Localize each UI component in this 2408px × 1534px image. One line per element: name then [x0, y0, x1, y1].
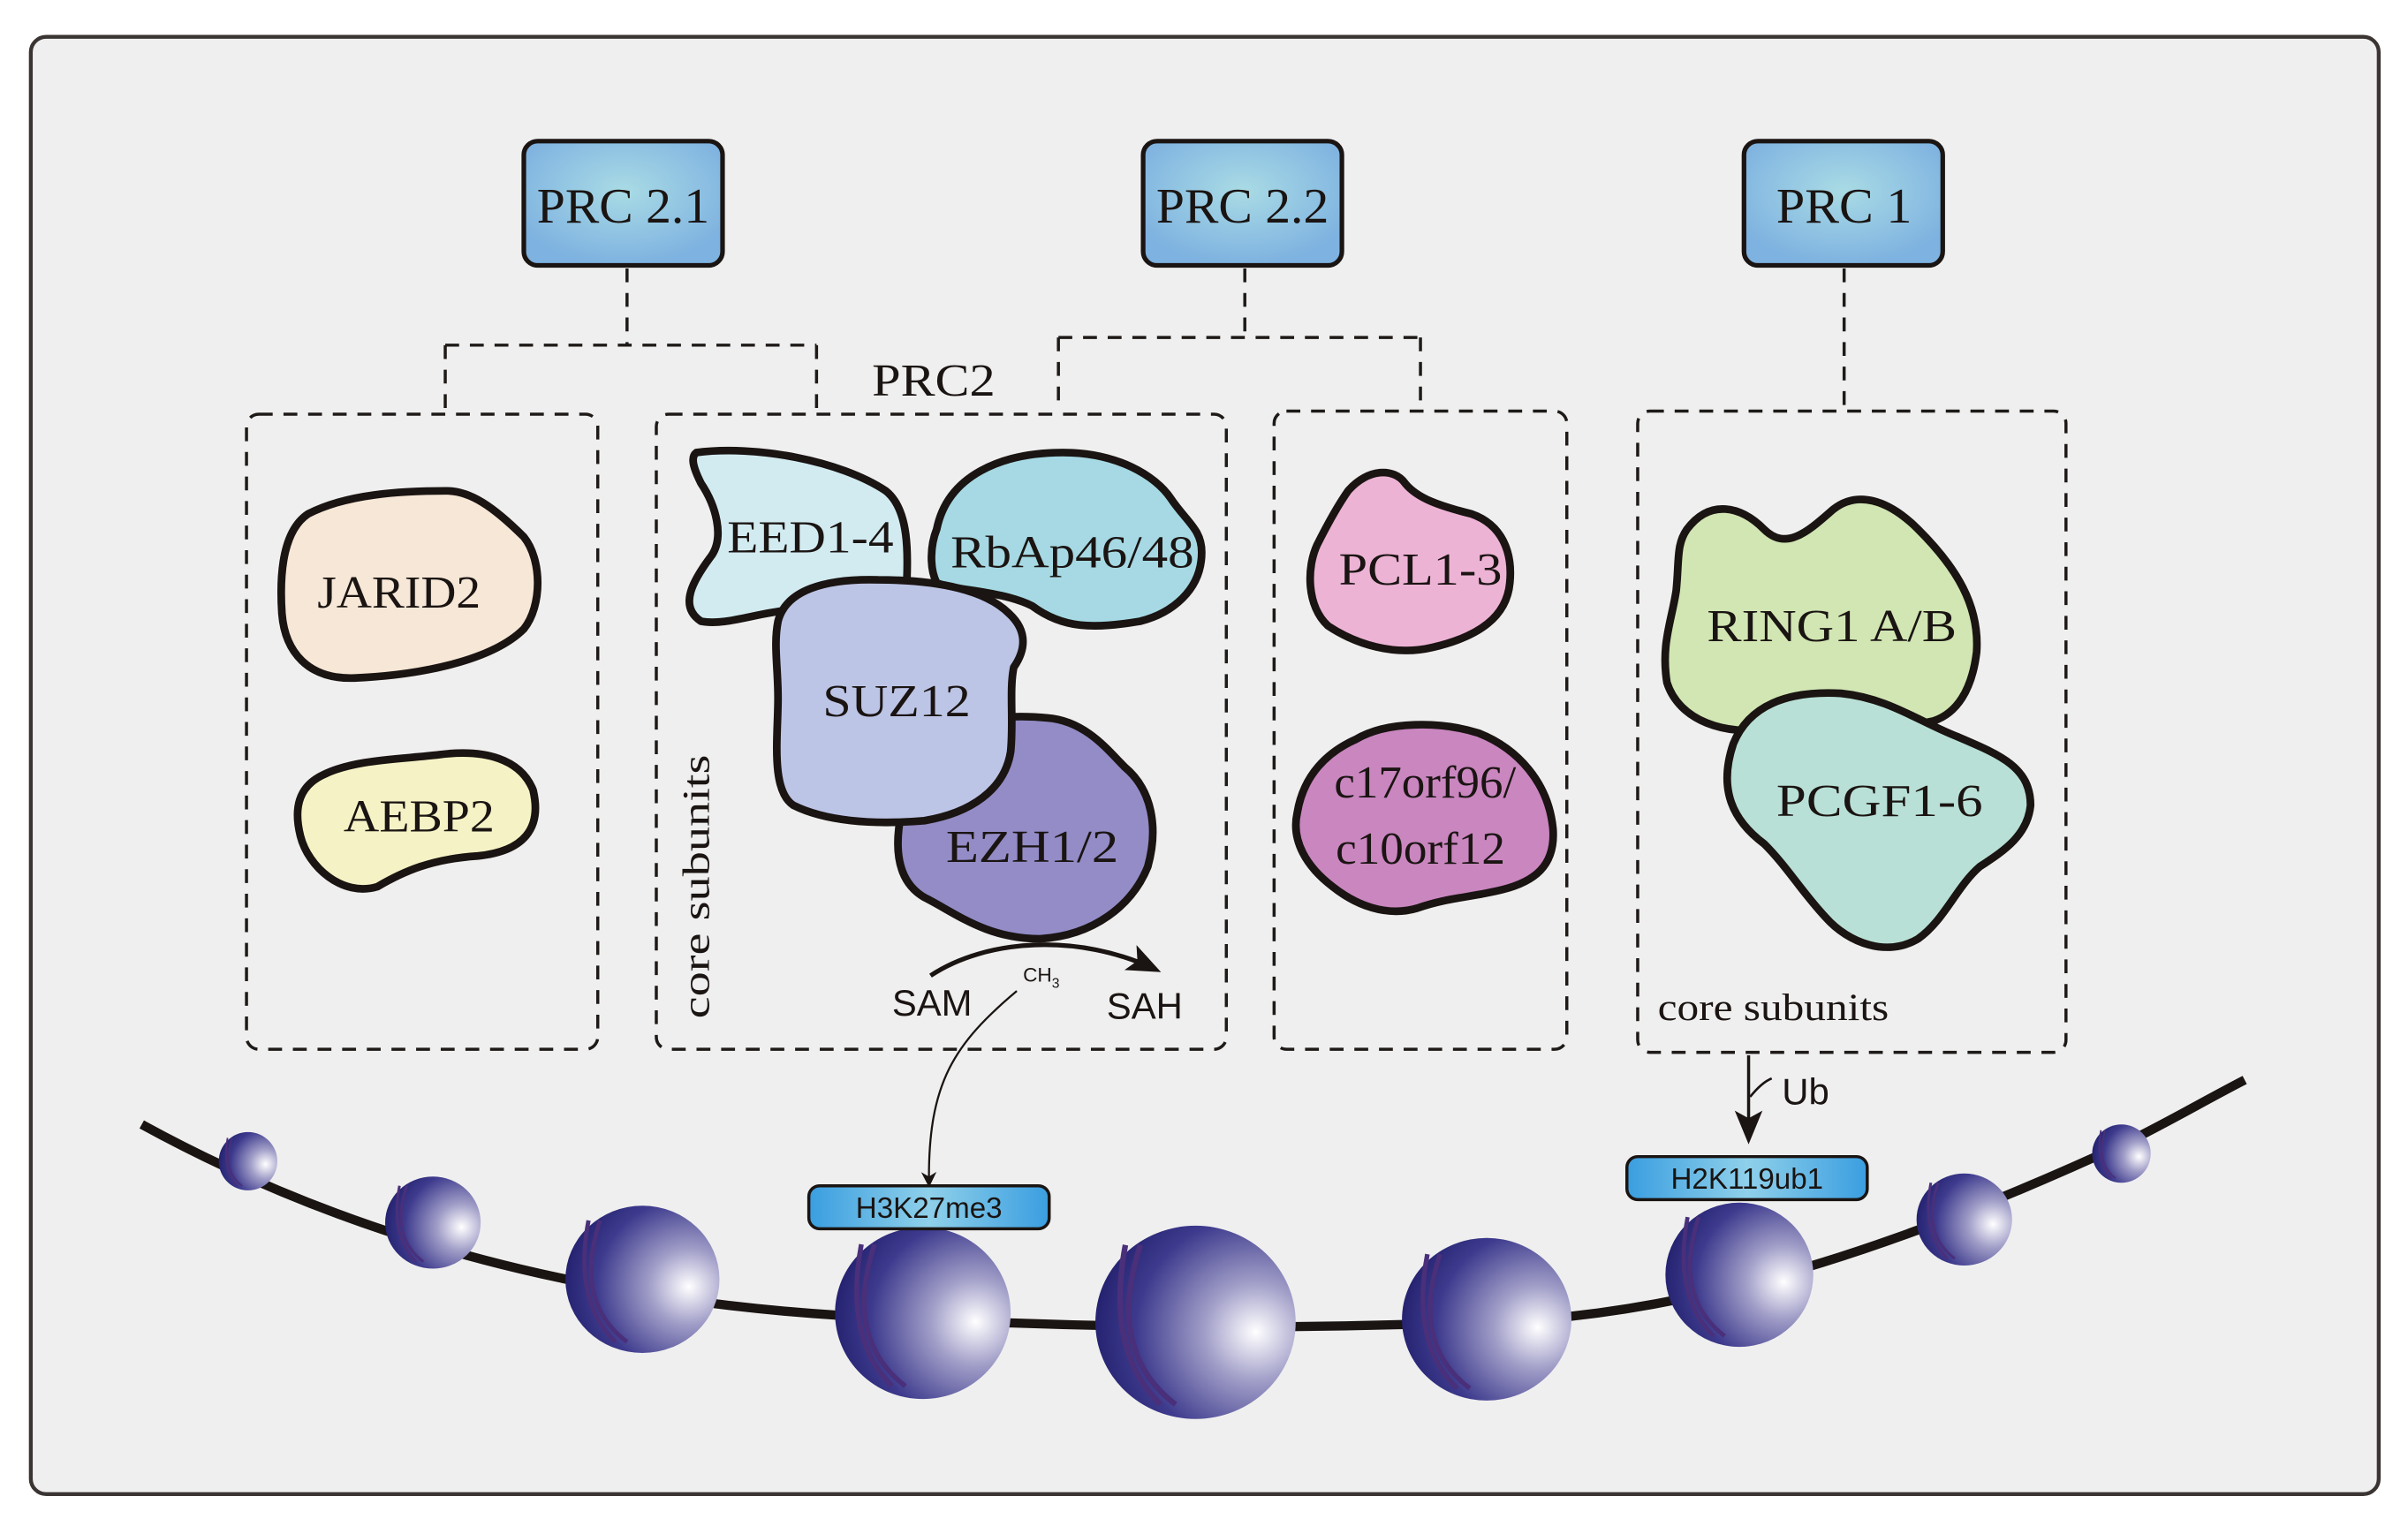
eed-label: EED1-4: [727, 511, 893, 563]
dna-wrap: [224, 1137, 239, 1187]
c17orf96-shape: [1291, 721, 1557, 916]
nucleosome: [1665, 1202, 1814, 1348]
subunit-suz12: SUZ12: [772, 576, 1027, 827]
dna-wrap: [1931, 1182, 1956, 1260]
dna-wrap: [861, 1243, 907, 1388]
h3k27me3-label: H3K27me3: [856, 1192, 1003, 1225]
suz12-shape: [772, 576, 1027, 827]
jarid2-shape: [276, 487, 541, 683]
complex-label-prc21: PRC 2.1: [537, 179, 709, 234]
subunit-pcgf: PCGF1-6: [1723, 689, 2035, 951]
pcl-label: PCL1-3: [1339, 544, 1503, 595]
dna-wrap: [1117, 1244, 1162, 1407]
subunit-jarid2: JARID2: [276, 487, 541, 683]
connector-prc22: [1056, 268, 1422, 412]
complex-box-prc22: [1140, 139, 1344, 268]
ch3-label: CH3: [1023, 964, 1060, 992]
rbap-label: RbAp46/48: [950, 527, 1194, 578]
dna-wrap: [582, 1220, 617, 1344]
subunit-pcl: PCL1-3: [1306, 468, 1515, 654]
subunit-c17orf96: c17orf96/ c10orf12: [1291, 721, 1557, 916]
dna-wrap: [395, 1185, 418, 1263]
nucleosome: [565, 1205, 720, 1354]
dna-wrap: [2101, 1130, 2116, 1179]
nucleosome: [1095, 1225, 1296, 1419]
ezh-label: EZH1/2: [946, 821, 1118, 873]
complex-label-prc22: PRC 2.2: [1156, 179, 1329, 234]
complex-prc22: PRC 2.2: [1140, 139, 1344, 268]
methylation-reaction: SAM SAH CH3: [892, 942, 1183, 1188]
prc2-core-caption: core subunits: [675, 755, 717, 1019]
nucleosome-array: [218, 1124, 2151, 1419]
h2k119ub1-label: H2K119ub1: [1671, 1163, 1824, 1196]
dna-wrap: [1927, 1182, 1949, 1260]
nucleosome: [385, 1176, 481, 1269]
pcgf-label: PCGF1-6: [1776, 775, 1983, 827]
dna-wrap: [1681, 1216, 1715, 1338]
pcgf-shape: [1723, 689, 2035, 951]
ubiquitination-arrow-group: Ub: [1734, 1055, 1829, 1145]
dna-wrap: [588, 1220, 629, 1344]
h3k27me3-tag: [806, 1183, 1051, 1231]
nucleosome: [835, 1227, 1011, 1400]
subunit-aebp2: AEBP2: [293, 749, 540, 893]
aebp2-shape: [293, 749, 540, 893]
complex-prc21: PRC 2.1: [521, 139, 725, 268]
dna-wrap: [1420, 1253, 1459, 1390]
dna-wrap: [1125, 1243, 1177, 1407]
group-box-prc22-accessory: [1272, 409, 1569, 1051]
complex-prc1: PRC 1: [1741, 139, 1945, 268]
connector-prc21: [443, 268, 819, 414]
group-box-prc2-core: [655, 412, 1229, 1051]
jarid2-label: JARID2: [317, 567, 481, 618]
group-box-prc21-accessory: [245, 412, 600, 1051]
histone-mark-h3k27me3: H3K27me3: [806, 1183, 1051, 1231]
background-panel: [28, 34, 2381, 1497]
ch3-subscript: 3: [1052, 977, 1060, 992]
aebp2-label: AEBP2: [344, 791, 495, 843]
dna-fiber: [139, 1076, 2247, 1332]
suz12-label: SUZ12: [822, 676, 970, 727]
c17orf96-label-line1: c17orf96/: [1334, 757, 1516, 808]
complex-box-prc1: [1741, 139, 1945, 268]
pcl-shape: [1306, 468, 1515, 654]
ring1-label: RING1 A/B: [1707, 601, 1957, 652]
c17orf96-label-line2: c10orf12: [1336, 823, 1505, 874]
nucleosome: [218, 1131, 277, 1190]
connector-lines: [443, 268, 1846, 414]
prc2-label: PRC2: [872, 355, 996, 406]
nucleosome: [2092, 1124, 2151, 1183]
complex-label-prc1: PRC 1: [1776, 179, 1912, 234]
dna-wrap: [2098, 1130, 2112, 1179]
ub-label: Ub: [1782, 1071, 1829, 1113]
reaction-arrow: [928, 942, 1162, 978]
dna-wrap: [1687, 1216, 1726, 1338]
ub-tick: [1749, 1077, 1773, 1098]
sah-label: SAH: [1107, 985, 1183, 1026]
subunit-rbap: RbAp46/48: [928, 449, 1206, 630]
sam-label: SAM: [892, 982, 973, 1024]
dna-wrap: [227, 1137, 243, 1187]
dna-wrap: [1427, 1253, 1472, 1391]
subunit-ring1: RING1 A/B: [1661, 495, 1981, 735]
dna-wrap: [399, 1185, 425, 1263]
group-box-prc1-core: [1636, 409, 2068, 1054]
ring1-shape: [1661, 495, 1981, 735]
nucleosome: [1916, 1173, 2012, 1266]
ch3-text: CH: [1023, 964, 1052, 986]
nucleosome: [1402, 1237, 1571, 1401]
complex-box-prc21: [521, 139, 725, 268]
methyl-transfer-arrow: [920, 990, 1018, 1188]
prc1-core-caption: core subunits: [1658, 986, 1889, 1029]
h2k119ub1-tag: [1625, 1154, 1869, 1202]
histone-mark-h2k119ub1: H2K119ub1: [1625, 1154, 1869, 1202]
dna-wrap: [854, 1243, 894, 1388]
